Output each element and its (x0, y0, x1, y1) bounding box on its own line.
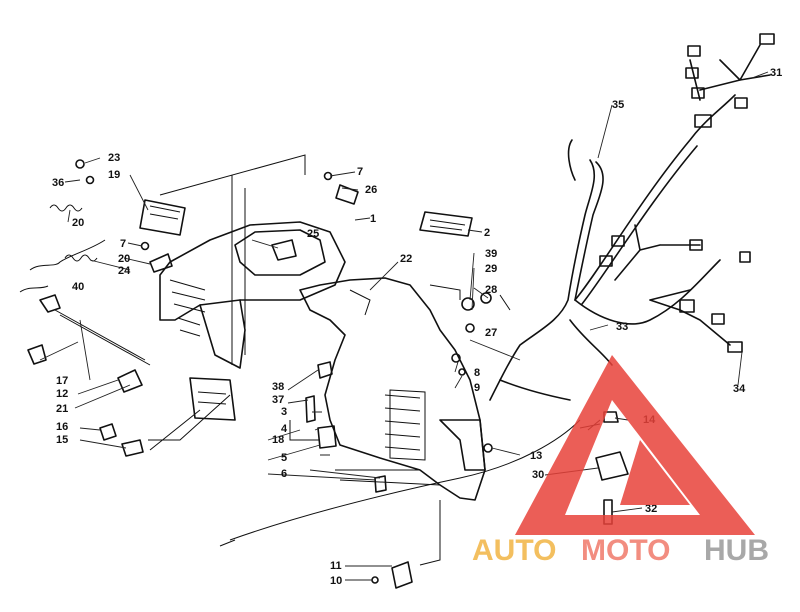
callout-16: 16 (56, 421, 68, 433)
callout-37: 37 (272, 394, 284, 406)
callout-29: 29 (485, 263, 497, 275)
callout-labels: 1 2 3 4 5 6 7 7 8 9 10 11 12 13 14 15 16… (52, 67, 782, 587)
label-plate-part-2 (419, 211, 473, 237)
callout-32: 32 (645, 503, 657, 515)
callout-13: 13 (530, 450, 542, 462)
callout-6: 6 (281, 468, 287, 480)
callout-27: 27 (485, 327, 497, 339)
callout-20-lower: 20 (118, 253, 130, 265)
callout-25: 25 (307, 228, 319, 240)
callout-19: 19 (108, 169, 120, 181)
callout-7-top: 7 (357, 166, 363, 178)
callout-24: 24 (118, 265, 131, 277)
dash-panel (299, 277, 486, 501)
assembly-lines (148, 154, 511, 566)
callout-12: 12 (56, 388, 68, 400)
console-housing (159, 221, 346, 369)
watermark-triangle-icon (515, 355, 755, 535)
watermark-inner-triangle-icon (620, 440, 690, 505)
callout-21: 21 (56, 403, 68, 415)
callout-28: 28 (485, 284, 497, 296)
callout-26: 26 (365, 184, 377, 196)
gauge-part-18 (189, 377, 236, 421)
watermark-brand-auto: AUTO (472, 534, 556, 567)
callout-22: 22 (400, 253, 412, 265)
callout-9: 9 (474, 382, 480, 394)
callout-30: 30 (532, 469, 544, 481)
callout-39: 39 (485, 248, 497, 260)
callout-38: 38 (272, 381, 284, 393)
callout-35: 35 (612, 99, 624, 111)
callout-8: 8 (474, 367, 480, 379)
callout-23: 23 (108, 152, 120, 164)
watermark-logo: AUTO MOTO HUB (472, 355, 769, 567)
callout-10: 10 (330, 575, 342, 587)
callout-33: 33 (616, 321, 628, 333)
callout-34: 34 (733, 383, 746, 395)
callout-3: 3 (281, 406, 287, 418)
callout-1: 1 (370, 213, 376, 225)
callout-18: 18 (272, 434, 284, 446)
watermark-brand-moto: MOTO (581, 534, 670, 567)
callout-20-upper: 20 (72, 217, 84, 229)
callout-31: 31 (770, 67, 782, 79)
leader-lines (39, 71, 769, 581)
callout-17: 17 (56, 375, 68, 387)
callout-4: 4 (281, 423, 288, 435)
wiring-harness (219, 33, 775, 547)
callout-15: 15 (56, 434, 68, 446)
callout-7-left: 7 (120, 238, 126, 250)
callout-40: 40 (72, 281, 84, 293)
callout-11: 11 (330, 560, 342, 572)
gauge-part-19 (139, 199, 186, 236)
callout-5: 5 (281, 452, 287, 464)
watermark-brand-hub: HUB (704, 534, 769, 567)
callout-36: 36 (52, 177, 64, 189)
callout-2: 2 (484, 227, 490, 239)
